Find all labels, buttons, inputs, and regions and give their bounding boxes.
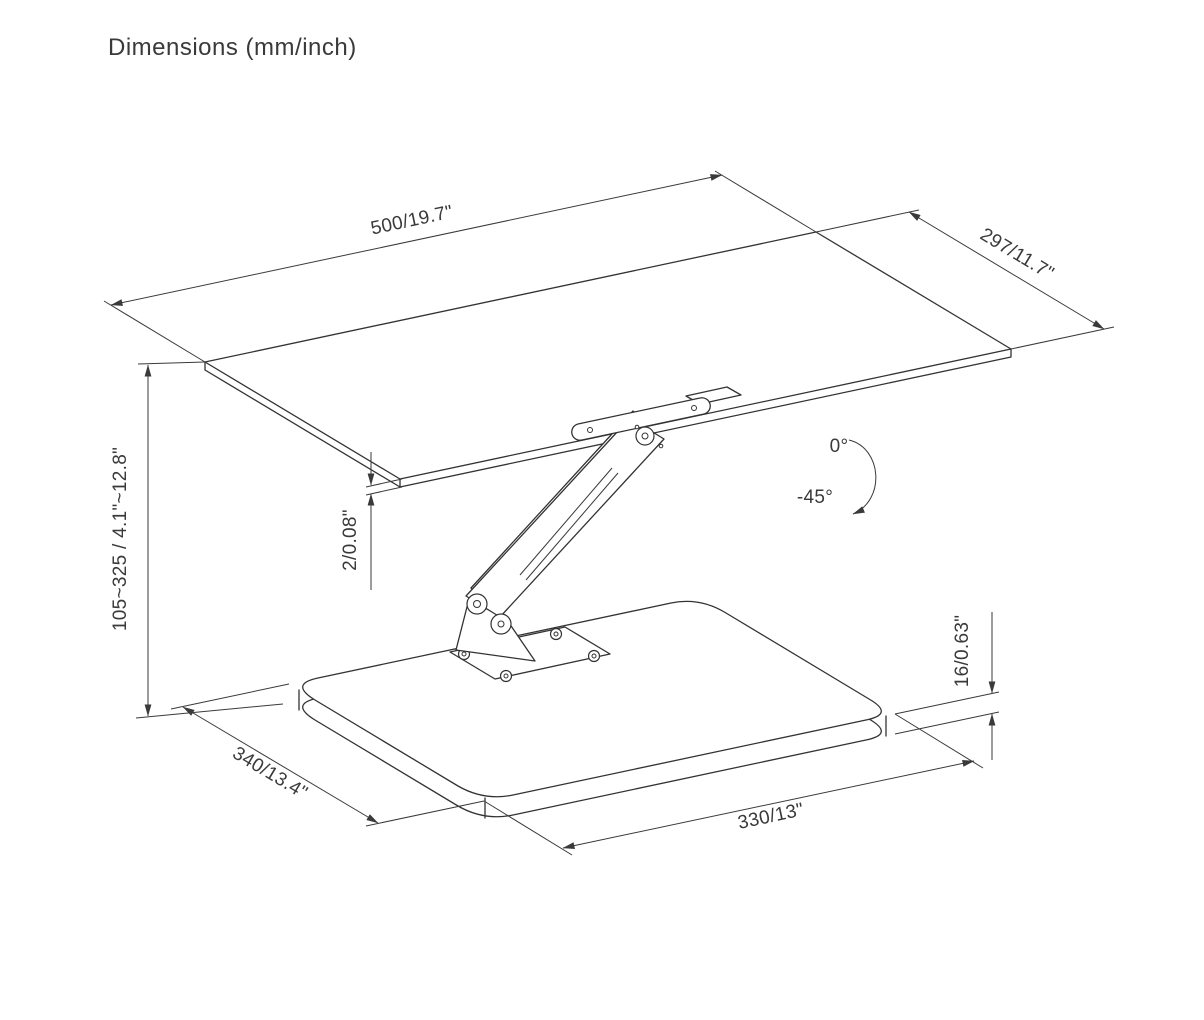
dimension-line (182, 706, 379, 824)
dim-height-range-label: 105~325 / 4.1"~12.8" (110, 447, 131, 631)
dim-platform-width-label: 500/19.7" (369, 202, 455, 240)
dim-platform-depth-label: 297/11.7" (976, 224, 1057, 284)
extension-line (365, 486, 403, 496)
extension-line (894, 713, 984, 769)
arm-upper-bolt (658, 443, 664, 449)
extension-line (135, 703, 284, 719)
dim-height-range: 105~325 / 4.1"~12.8" (110, 361, 284, 719)
base-top-outline (302, 600, 882, 798)
dim-platform-thickness: 2/0.08" (340, 452, 403, 590)
screw-hole-center (553, 631, 559, 637)
hinge-bracket-bolt (587, 427, 593, 433)
dim-platform-thickness-label: 2/0.08" (340, 509, 361, 571)
tilt-max-label: 0° (830, 436, 849, 457)
base (298, 600, 887, 819)
dimension-line (110, 174, 723, 306)
dim-base-thickness-label: 16/0.63" (952, 615, 973, 688)
arm-upper-pivot-bolt (641, 432, 649, 440)
dimension-line (562, 760, 975, 849)
extension-line (137, 361, 206, 365)
gas-spring-line (519, 467, 613, 576)
extension-line (894, 691, 1000, 715)
screw-hole-center (461, 651, 467, 657)
arm-strut (465, 417, 665, 618)
extension-line (365, 800, 485, 827)
extension-line (714, 170, 817, 233)
dim-base-depth-label: 340/13.4" (229, 743, 311, 804)
hinge-bracket-bolt (691, 405, 697, 411)
dimension-line (908, 211, 1105, 330)
dim-base-thickness: 16/0.63" (894, 612, 1000, 760)
extension-line (894, 711, 1000, 735)
extension-line (103, 300, 206, 363)
gas-spring-line (525, 472, 619, 581)
extension-line (365, 478, 403, 488)
arm-lower-pivot-bolt (497, 620, 505, 628)
screw-hole-center (591, 653, 597, 659)
hinge-bracket (571, 397, 711, 441)
tilt-min-label: -45° (797, 487, 833, 508)
tilt-angle-annotation: 0° -45° (797, 436, 877, 515)
extension-line (483, 800, 573, 856)
extension-line (1010, 326, 1115, 350)
extension-line (170, 683, 290, 710)
arm-lower-pivot-bolt (473, 600, 481, 608)
page-title: Dimensions (mm/inch) (108, 34, 357, 61)
screw-hole-center (503, 673, 509, 679)
support-arm (455, 397, 711, 662)
extension-line (815, 209, 920, 233)
dim-base-width-label: 330/13" (736, 799, 806, 833)
tilt-arc-arrow (848, 439, 877, 515)
arm-upper-bolt (634, 424, 640, 430)
